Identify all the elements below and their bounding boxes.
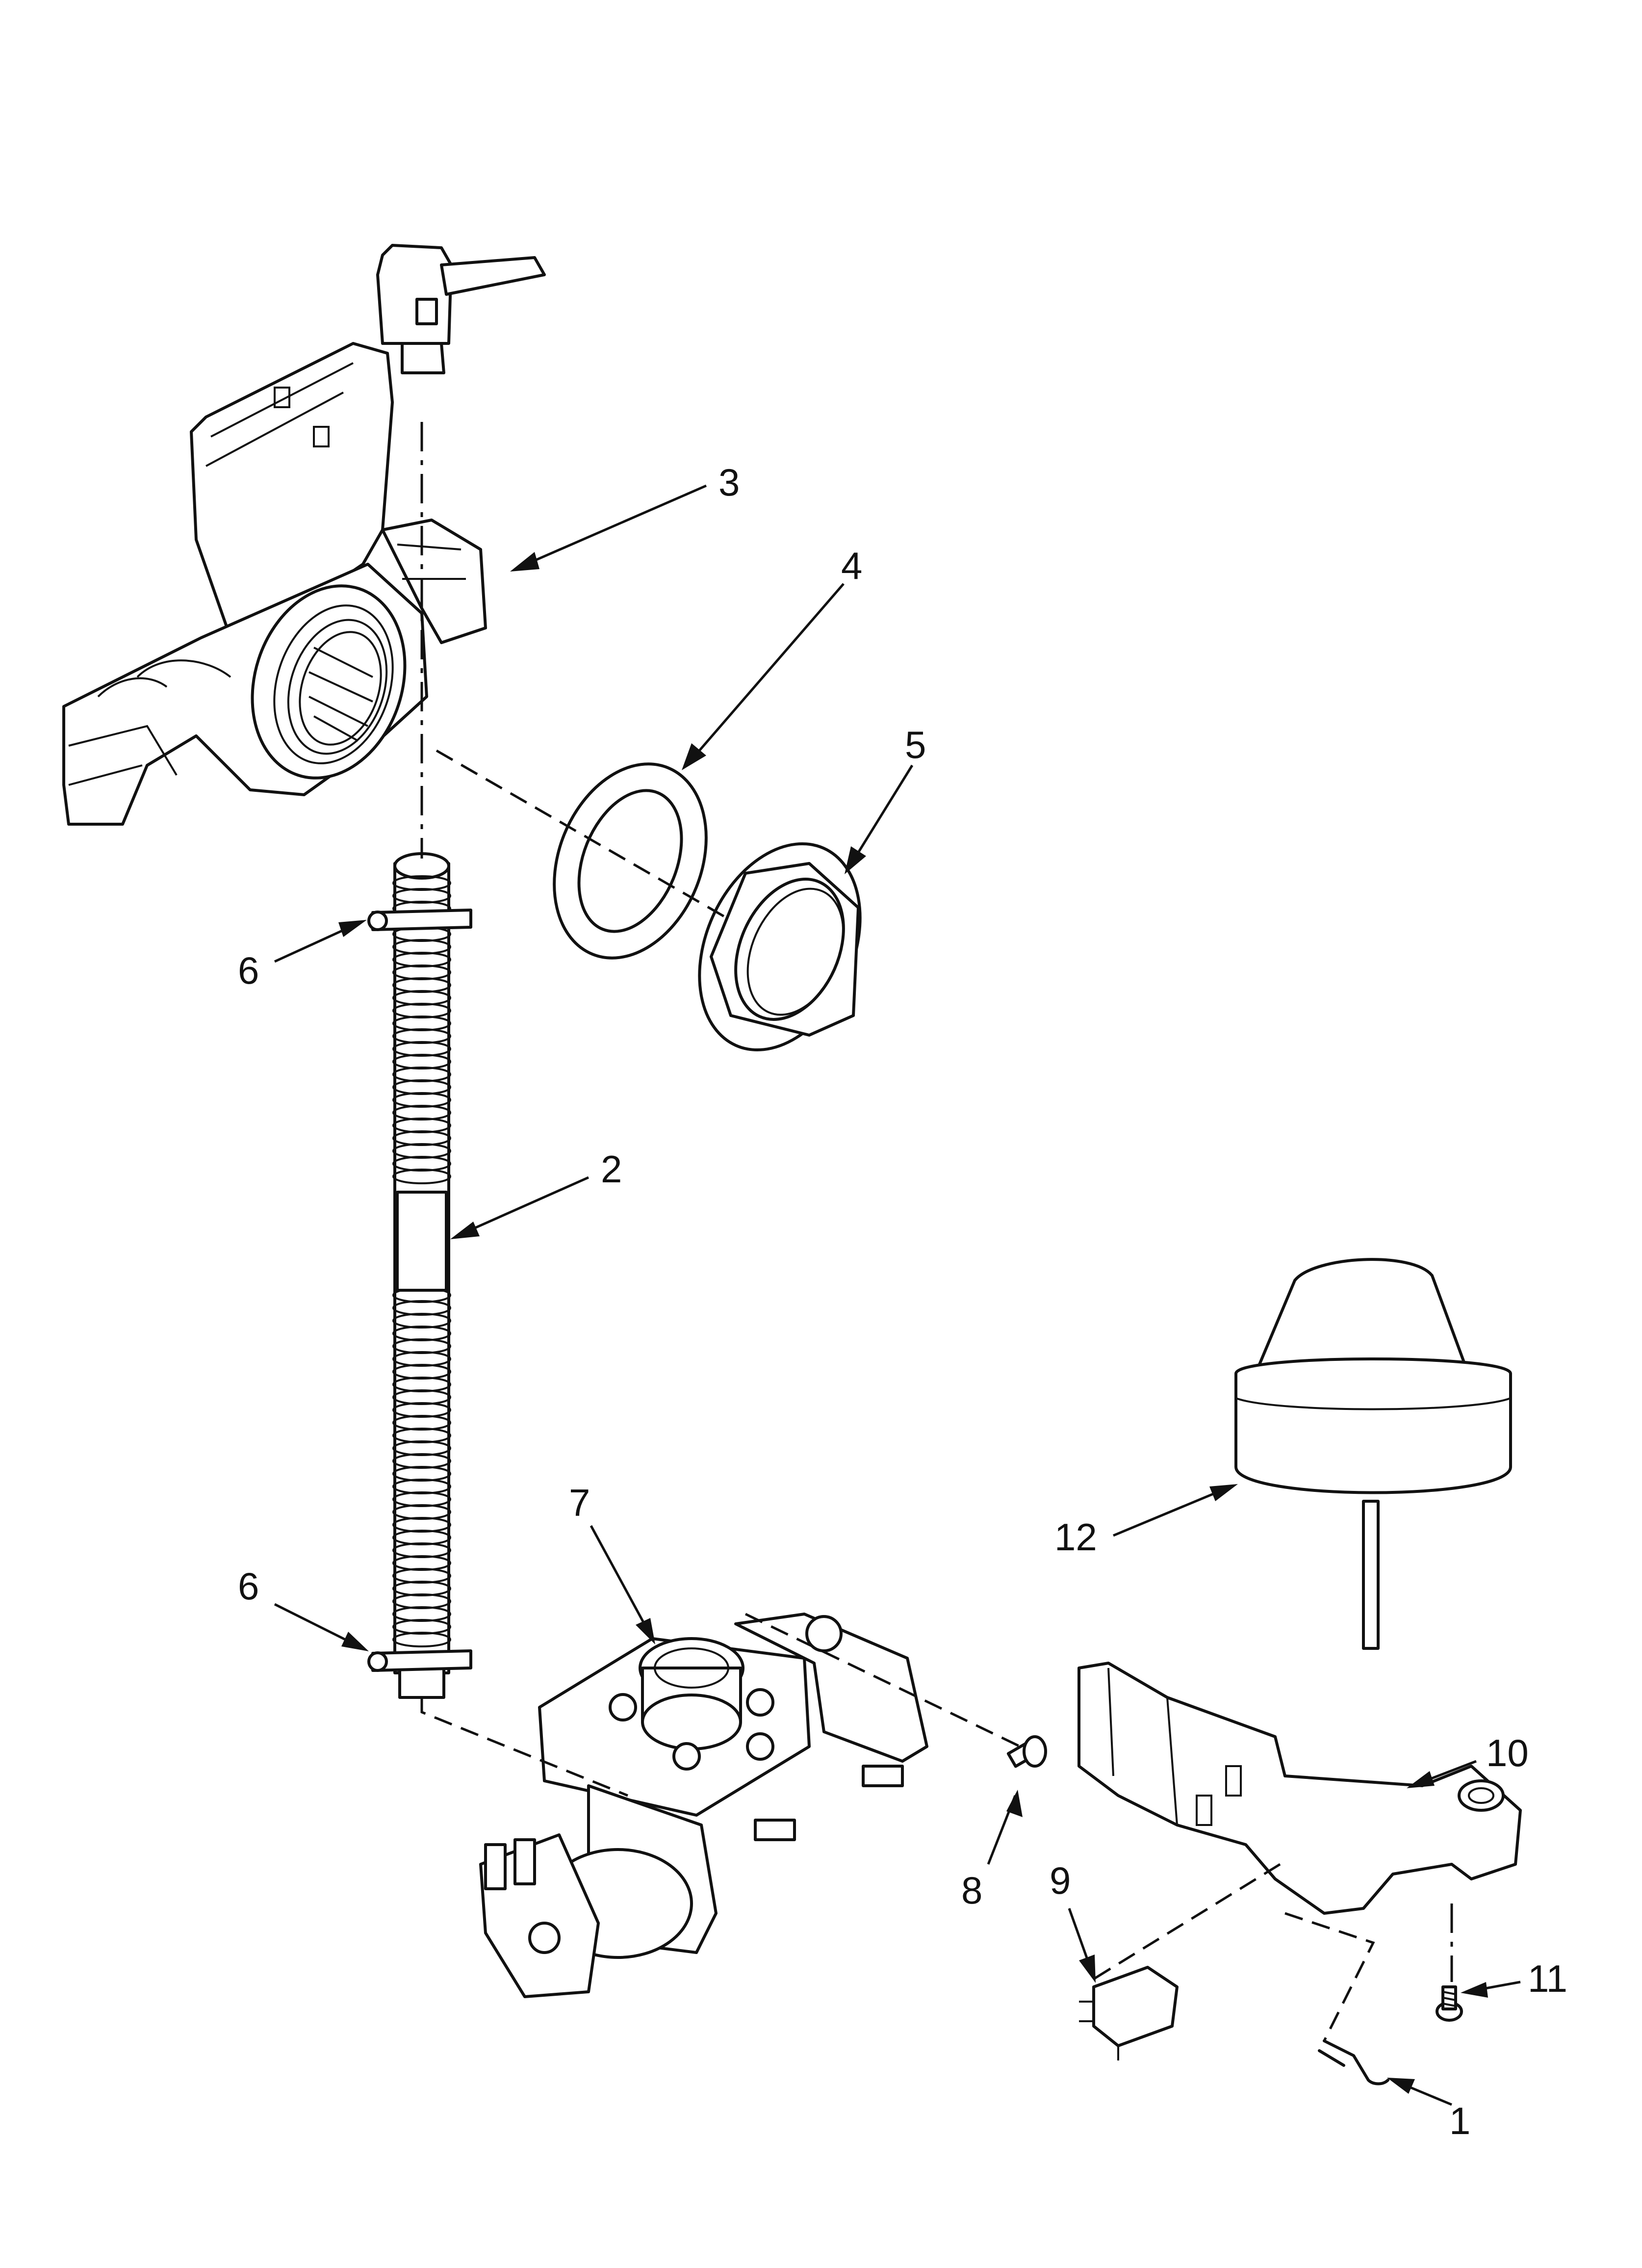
callout-12: 12 bbox=[1054, 1515, 1097, 1559]
callout-1: 1 bbox=[1449, 2099, 1470, 2142]
part-10-bracket bbox=[1078, 1662, 1522, 1915]
leader-lines bbox=[274, 484, 1521, 2106]
part-2-hose bbox=[392, 852, 451, 1699]
part-6-clamp-bottom bbox=[367, 1649, 472, 1672]
callout-7: 7 bbox=[569, 1481, 590, 1524]
part-1-clip bbox=[1318, 2039, 1389, 2086]
part-4-gasket bbox=[553, 762, 708, 960]
assembly-lines bbox=[420, 422, 1453, 2042]
callout-2: 2 bbox=[601, 1147, 622, 1191]
part-3-vent-housing bbox=[62, 244, 546, 826]
part-8-screw bbox=[1006, 1735, 1047, 1768]
callout-6-bottom: 6 bbox=[238, 1564, 259, 1608]
callout-5: 5 bbox=[905, 723, 926, 766]
part-12-float bbox=[1234, 1258, 1512, 1650]
part-11-screw bbox=[1436, 1985, 1463, 2022]
callout-6-top: 6 bbox=[238, 949, 259, 992]
part-6-clamp-top bbox=[367, 909, 472, 931]
part-5-nut bbox=[698, 842, 862, 1052]
callout-11: 11 bbox=[1528, 1957, 1567, 2000]
callout-3: 3 bbox=[718, 461, 740, 504]
callout-10: 10 bbox=[1486, 1731, 1529, 1774]
callout-8: 8 bbox=[961, 1869, 982, 1912]
callouts: 3 4 5 6 2 12 7 6 10 8 9 11 1 bbox=[238, 461, 1567, 2142]
part-7-inlet-valve bbox=[479, 1613, 928, 1998]
part-9-switch bbox=[1079, 1966, 1179, 2060]
callout-9: 9 bbox=[1050, 1859, 1071, 1902]
callout-4: 4 bbox=[841, 544, 862, 587]
